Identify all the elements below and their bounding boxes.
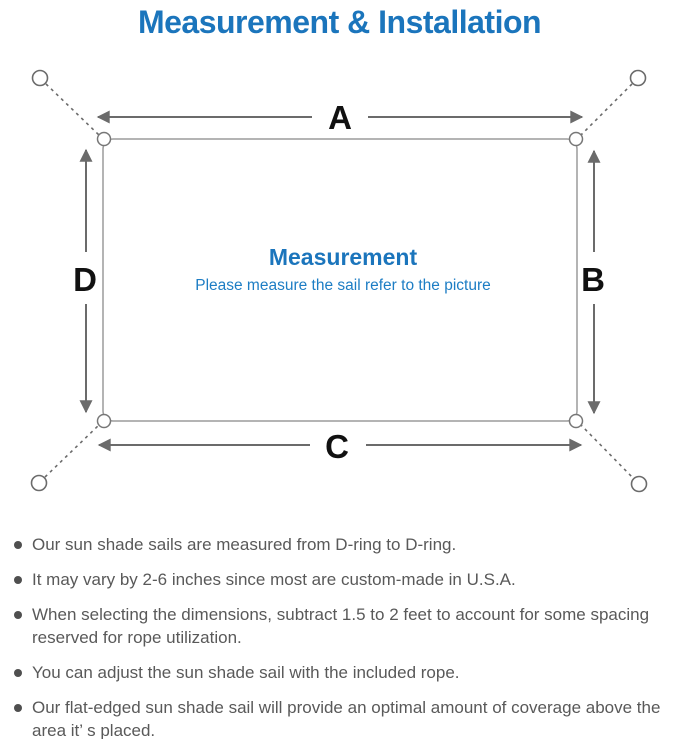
bullet-icon [14,541,22,549]
bullet-icon [14,610,22,619]
anchor-circle-bottom-left [30,474,48,492]
d-ring-top-right [568,131,584,147]
diagram-center-title: Measurement [269,244,418,270]
note-text: When selecting the dimensions, subtract … [32,604,650,647]
d-ring-top-left [96,131,112,147]
anchor-circle-top-left [31,69,49,87]
bullet-icon [14,668,22,677]
bullet-icon [14,575,22,584]
note-text: You can adjust the sun shade sail with t… [32,662,460,682]
rope-bottom-right [579,423,634,479]
rope-top-right [579,83,633,137]
dimension-label-b: B [581,261,605,298]
note-text: It may vary by 2-6 inches since most are… [32,569,516,589]
dimension-label-c: C [325,428,349,465]
measurement-diagram: A C D B Measurement Please measure the s… [0,55,679,520]
note-text: Our sun shade sails are measured from D-… [32,535,457,554]
d-ring-bottom-right [568,413,584,429]
anchor-circle-bottom-right [630,475,648,493]
sail-diagram-svg: A C D B Measurement Please measure the s… [30,69,648,493]
note-item: It may vary by 2-6 inches since most are… [10,569,675,592]
note-item: Our flat-edged sun shade sail will provi… [10,697,675,739]
dimension-label-a: A [328,99,352,136]
sail-rectangle [102,138,578,422]
note-item: Our sun shade sails are measured from D-… [10,534,675,557]
note-item: You can adjust the sun shade sail with t… [10,662,675,685]
notes-list: Our sun shade sails are measured from D-… [10,534,675,739]
diagram-center-subtitle: Please measure the sail refer to the pic… [195,277,491,294]
anchor-circle-top-right [629,69,647,87]
dimension-label-d: D [73,261,97,298]
bullet-icon [14,703,22,712]
note-text: Our flat-edged sun shade sail will provi… [32,697,661,739]
rope-top-left [45,83,101,137]
page-title: Measurement & Installation [137,4,542,40]
note-item: When selecting the dimensions, subtract … [10,604,675,650]
rope-bottom-left [44,423,101,478]
d-ring-bottom-left [96,413,112,429]
